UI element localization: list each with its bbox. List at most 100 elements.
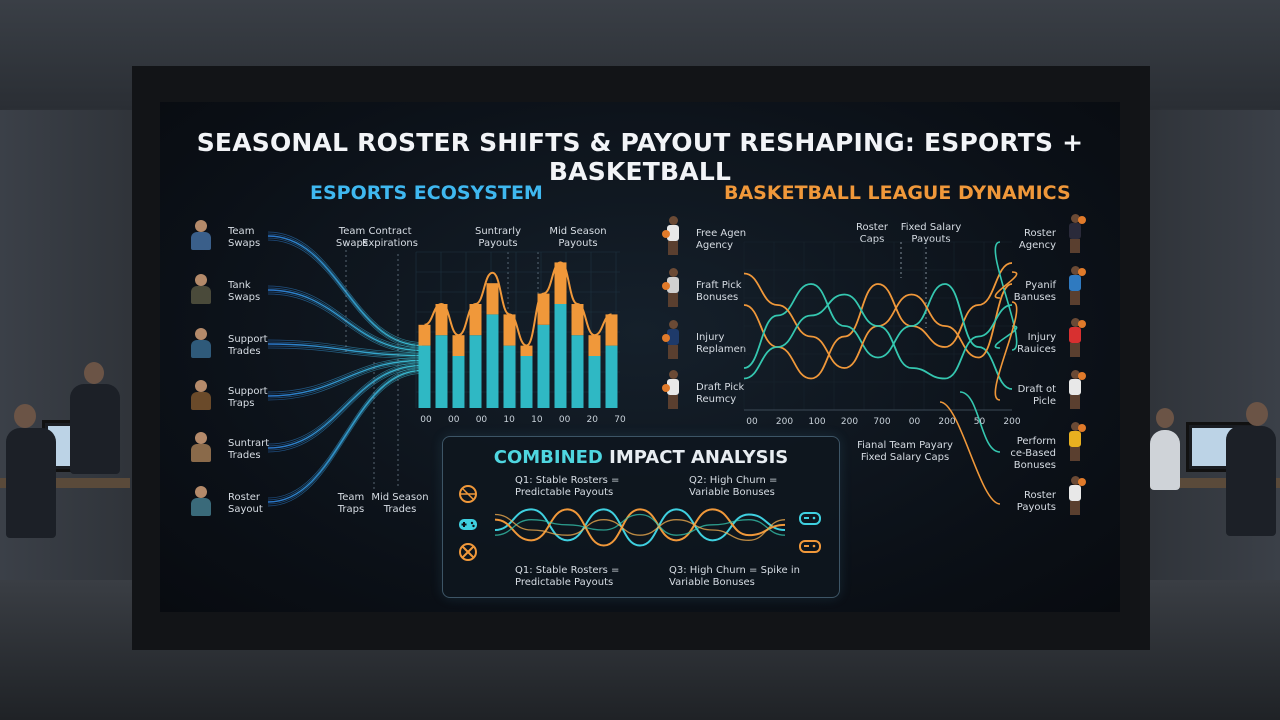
gamepad-cyan-icon [799,512,821,525]
combined-series-line [494,508,786,547]
esports-left-label: Tank Swaps [228,280,261,303]
esports-heading: ESPORTS ECOSYSTEM [310,182,543,204]
flow-line [267,291,423,353]
x-tick-label: 10 [531,415,543,425]
flow-line [267,371,423,505]
x-tick-label: 200 [841,417,858,427]
bar-series-2 [588,335,601,356]
person-right-head [1246,402,1268,426]
gamer-avatar [188,220,214,250]
bar-series-2 [469,304,482,336]
x-tick-label: 70 [614,415,626,425]
combined-panel: COMBINED IMPACT ANALYSIS Q1: Stable Rost… [442,436,840,598]
basketball-series-line [743,262,1013,380]
basketball-player-icon [662,268,684,308]
flow-line [267,358,423,395]
bar-series-1 [554,304,567,408]
bar-series-2 [435,304,448,336]
esports-left-label: Suntrart Trades [228,438,270,461]
basketball-bottom-note: Fianal Team Payary Fixed Salary Caps [857,440,953,463]
x-tick-label: 200 [1003,417,1020,427]
flow-line [267,364,423,449]
main-title: SEASONAL ROSTER SHIFTS & PAYOUT RESHAPIN… [196,128,1084,186]
esports-left-label: Team Swaps [228,226,261,249]
x-tick-label: 50 [974,417,986,427]
person-right [1226,426,1276,536]
bar-series-1 [452,356,465,408]
flow-line [267,357,423,393]
esports-top-label: Team Swaps [335,226,369,249]
basketball-left-label: Fraft Pick Bonuses [696,280,742,303]
x-tick-label: 00 [420,415,432,425]
basketball-heading: BASKETBALL LEAGUE DYNAMICS [724,182,1071,204]
bar-series-1 [486,314,499,408]
flow-line [267,345,423,358]
basketball-player-icon [1064,266,1086,306]
desk-left [0,478,130,488]
gamer-avatar [188,380,214,410]
bar-series-1 [435,335,448,408]
bar-series-2 [571,304,584,336]
basketball-left-label: Free Agen Agency [696,228,747,251]
basketball-series-line [743,293,1013,380]
flow-line [267,359,423,397]
bar-series-1 [605,345,618,408]
basketball-player-icon [1064,370,1086,410]
x-tick-label: 00 [909,417,921,427]
esports-bottom-label: Team Traps [337,492,365,515]
esports-top-label: Mid Season Payouts [549,226,607,249]
basketball-connector-curve [959,391,1001,453]
x-tick-label: 00 [448,415,460,425]
basketball-left-label: Draft Pick Reumcy [696,382,745,405]
flow-line [267,367,423,499]
bar-series-1 [520,356,533,408]
bar-series-2 [554,262,567,304]
basketball-series-line [743,283,1013,390]
combined-series-line [494,513,786,541]
bar-series-1 [503,345,516,408]
combined-note-q3-bottom: Q3: High Churn = Spike in Variable Bonus… [669,565,800,588]
basketball-right-label: Perform ce-Based Bonuses [1010,436,1056,471]
gamer-avatar [188,432,214,462]
gamer-avatar [188,486,214,516]
basketball-top-label: Roster Caps [855,222,888,245]
person-left-head [14,404,36,428]
flow-line [267,285,423,348]
basketball-connector-curve [994,241,1018,351]
basketball-connector-curve [939,401,1001,505]
bar-series-2 [418,324,431,346]
flow-line [267,339,423,353]
bar-series-2 [452,335,465,356]
combined-series-line [494,513,786,536]
bar-series-1 [537,324,550,408]
x-tick-label: 20 [587,415,599,425]
flow-line [267,363,423,401]
flow-line [267,361,423,399]
combined-chart [494,508,786,547]
bar-series-1 [418,345,431,408]
gamer-avatar [188,274,214,304]
bar-series-2 [537,293,550,325]
person-left-standing [70,384,120,474]
bar-series-2 [605,314,618,346]
x-tick-label: 00 [476,415,488,425]
bar-series-1 [588,356,601,408]
basketball-connector-curve [994,301,1018,401]
bar-series-2 [520,345,533,356]
flow-line [267,239,423,349]
basketball-connector-curve [994,325,1018,349]
x-tick-label: 200 [776,417,793,427]
basketball-connector-curve [994,271,1018,299]
esports-left-label: Support Traps [228,386,268,409]
overlay-curve [424,261,612,347]
flow-line [267,237,423,348]
esports-left-label: Support Trades [228,334,268,357]
combined-heading: COMBINED IMPACT ANALYSIS [493,447,789,468]
flow-line [267,363,423,447]
flow-line [267,347,423,359]
x-tick-label: 10 [503,415,515,425]
flow-line [267,289,423,352]
basketball-icon [459,485,477,503]
